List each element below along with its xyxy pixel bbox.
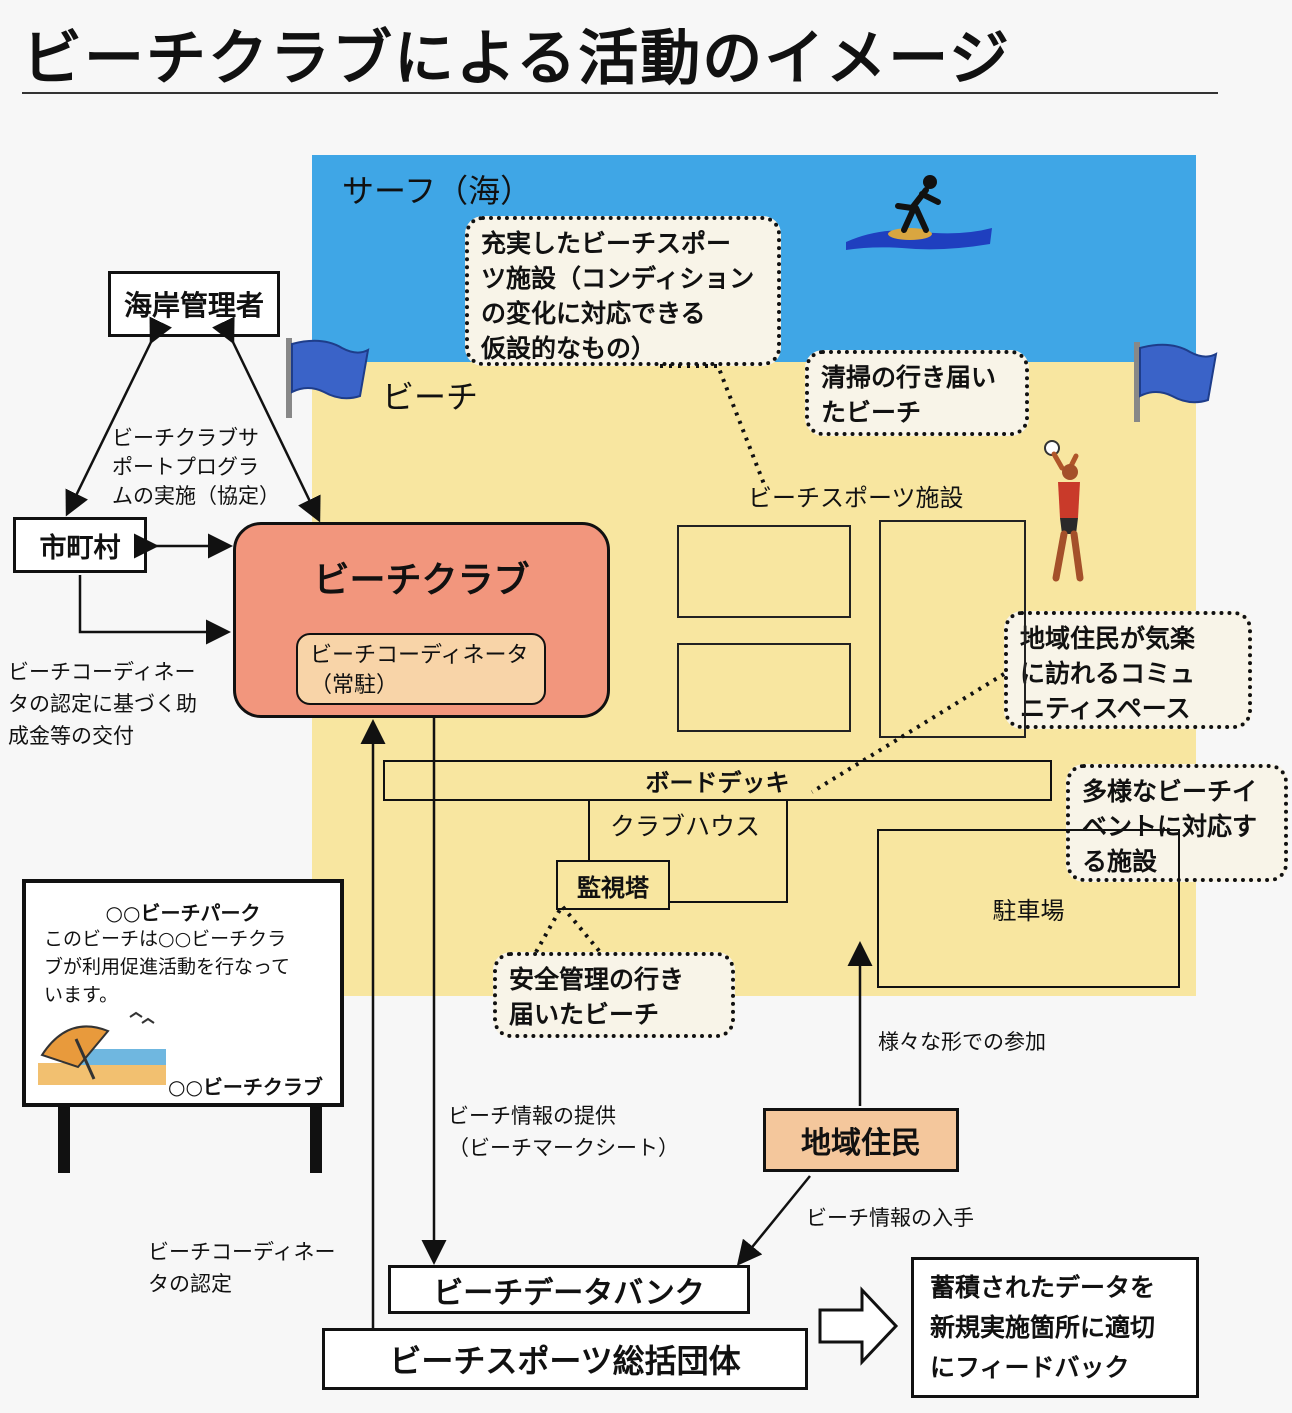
callout-line: ベントに対応す: [1082, 812, 1258, 841]
note-line: （ビーチマークシート）: [448, 1136, 679, 1160]
coordinator-label: ビーチコーディネータ: [310, 643, 529, 668]
callout-line: 多様なビーチイ: [1082, 777, 1258, 806]
watchtower-box: 監視塔: [556, 860, 670, 910]
note-line: タの認定: [148, 1272, 232, 1296]
feedback-line: 新規実施箇所に適切: [930, 1313, 1156, 1342]
feedback-arrow-icon: [818, 1286, 899, 1366]
club-house-label: クラブハウス: [610, 812, 761, 841]
beach-label: ビーチ: [382, 378, 479, 416]
note-line: 成金等の交付: [8, 724, 134, 748]
arrow-coast-municipality: [65, 316, 173, 517]
clean-beach-callout: 清掃の行き届い たビーチ: [805, 350, 1029, 436]
callout-line: ツ施設（コンディション: [481, 264, 755, 293]
community-callout: 地域住民が気楽 に訪れるコミュ ニティスペース: [1004, 611, 1252, 729]
sign-line: ブが利用促進活動を行なって: [44, 956, 291, 978]
sign-line: このビーチは○○ビーチクラ: [44, 928, 287, 950]
beach-club-title: ビーチクラブ: [313, 560, 530, 601]
certification-note: ビーチコーディネー タの認定: [148, 1236, 336, 1300]
coast-manager-box: 海岸管理者: [108, 271, 280, 337]
beach-park-sign: ○○ビーチパーク このビーチは○○ビーチクラ ブが利用促進活動を行なって います…: [22, 879, 344, 1107]
note-line: ビーチ情報の提供: [448, 1104, 616, 1128]
callout-line: に訪れるコミュ: [1020, 659, 1196, 688]
court-2: [677, 643, 851, 732]
volleyball-player-icon: [1044, 440, 1084, 582]
callout-line: たビーチ: [821, 398, 922, 427]
callout-line: ニティスペース: [1020, 694, 1191, 723]
sports-facility-label: ビーチスポーツ施設: [748, 484, 964, 512]
coordinator-box: ビーチコーディネータ （常駐）: [296, 633, 546, 705]
callout-line: 地域住民が気楽: [1020, 624, 1196, 653]
subsidy-note: ビーチコーディネー タの認定に基づく助 成金等の交付: [8, 656, 197, 752]
board-deck-box: ボードデッキ: [383, 760, 1052, 801]
feedback-line: にフィードバック: [930, 1353, 1130, 1382]
info-provision-note: ビーチ情報の提供 （ビーチマークシート）: [448, 1100, 679, 1164]
surfer-icon: [846, 175, 992, 250]
info-acquire-note: ビーチ情報の入手: [806, 1206, 974, 1230]
callout-line: 仮設的なもの）: [481, 334, 657, 363]
residents-box: 地域住民: [763, 1108, 959, 1172]
sports-facility-callout: 充実したビーチスポー ツ施設（コンディション の変化に対応できる 仮設的なもの）: [465, 216, 781, 366]
coordinator-status: （常駐）: [310, 673, 399, 698]
callout-pointer-sports: [660, 364, 766, 485]
sign-leg-right: [310, 1107, 322, 1173]
callout-pointer-community: [810, 672, 1006, 794]
callout-line: る施設: [1082, 847, 1158, 876]
umbrella-org-box: ビーチスポーツ総括団体: [322, 1328, 808, 1390]
safety-callout: 安全管理の行き 届いたビーチ: [493, 952, 735, 1038]
beach-club-box: ビーチクラブ ビーチコーディネータ （常駐）: [233, 522, 610, 718]
callout-line: の変化に対応できる: [481, 299, 706, 328]
sign-leg-left: [58, 1107, 70, 1173]
callout-line: 届いたビーチ: [509, 1000, 660, 1029]
events-callout: 多様なビーチイ ベントに対応す る施設: [1066, 764, 1288, 882]
feedback-box: 蓄積されたデータを 新規実施箇所に適切 にフィードバック: [911, 1257, 1199, 1398]
sign-title: ○○ビーチパーク: [105, 901, 261, 925]
note-line: ビーチコーディネー: [148, 1240, 336, 1264]
beach-umbrella-icon: [38, 1011, 166, 1085]
feedback-line: 蓄積されたデータを: [930, 1273, 1156, 1302]
club-house-box: [588, 800, 788, 903]
callout-pointer-safety: [534, 902, 602, 954]
sign-footer: ○○ビーチクラブ: [168, 1075, 323, 1099]
page-title: ビーチクラブによる活動のイメージ: [22, 24, 1011, 94]
arrow-subsidy: [78, 575, 231, 645]
flag-right-icon: [1134, 342, 1218, 422]
arrow-coast-club: [212, 316, 321, 523]
parking-box: 駐車場: [877, 829, 1180, 988]
arrow-info-acquire: [736, 1175, 811, 1266]
court-1: [677, 525, 851, 618]
sea-label: サーフ（海）: [342, 172, 533, 210]
sign-line: います。: [44, 984, 119, 1006]
callout-line: 充実したビーチスポー: [481, 229, 732, 258]
sign-body: このビーチは○○ビーチクラ ブが利用促進活動を行なって います。: [44, 925, 290, 1009]
note-line: ビーチコーディネー: [8, 660, 196, 684]
callout-line: 清掃の行き届い: [821, 363, 997, 392]
data-bank-box: ビーチデータバンク: [388, 1265, 750, 1314]
participation-note: 様々な形での参加: [878, 1030, 1046, 1054]
court-3: [879, 520, 1026, 738]
note-line: タの認定に基づく助: [8, 692, 197, 716]
callout-line: 安全管理の行き: [509, 965, 685, 994]
title-divider: [22, 92, 1218, 94]
